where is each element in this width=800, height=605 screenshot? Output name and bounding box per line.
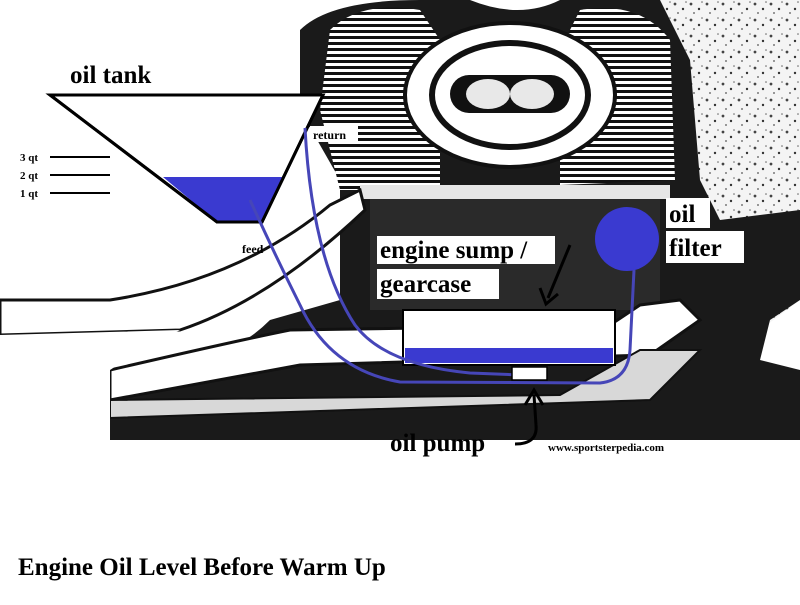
sump-label-bg-2 [377, 269, 499, 299]
website-label: www.sportsterpedia.com [548, 442, 664, 454]
sump-label-line1: engine sump / [380, 237, 528, 264]
frame-tube-upper [0, 187, 367, 337]
oil-tank-label: oil tank [70, 62, 151, 89]
oil-lines [248, 127, 636, 385]
air-cleaner-ring [429, 40, 591, 150]
label-backgrounds [310, 126, 744, 299]
filter-label-bg-1 [666, 198, 710, 228]
oil-tank-outline [45, 93, 326, 224]
oil-filter [595, 207, 659, 271]
return-label-bg [310, 126, 358, 142]
oil-pump-label: oil pump [390, 430, 485, 457]
qt2-label: 2 qt [20, 170, 38, 182]
diagram-caption: Engine Oil Level Before Warm Up [18, 554, 386, 581]
front-cylinder-fins [320, 7, 440, 190]
return-line [303, 127, 521, 377]
quart-level-marks: 3 qt 2 qt 1 qt [20, 152, 110, 200]
crankcase-rail [360, 185, 670, 199]
sump-arrow-line [546, 244, 572, 299]
engine-sump [402, 309, 616, 366]
oil-tank [45, 93, 326, 224]
oil-pump-box [511, 366, 548, 381]
pump-arrow-head [523, 387, 545, 406]
qt3-label: 3 qt [20, 152, 38, 164]
sump-label-bg-1 [377, 236, 555, 264]
sump-arrow-head [538, 287, 559, 307]
qt1-label: 1 qt [20, 188, 38, 200]
pointer-arrows [514, 244, 572, 446]
filter-label-bg-2 [666, 231, 744, 263]
sump-oil-level [405, 348, 613, 363]
sump-label-line2: gearcase [380, 271, 471, 298]
oil-tank-outline-top [45, 93, 326, 224]
feed-label: feed [242, 242, 264, 256]
filter-label-line2: filter [669, 235, 722, 262]
filter-label-line1: oil [669, 201, 695, 228]
air-cleaner-window-right [510, 79, 554, 109]
return-label: return [313, 128, 346, 142]
feed-line [248, 199, 636, 385]
motorcycle-photo-background [0, 0, 800, 440]
left-white-area [0, 330, 180, 440]
air-cleaner-window-left [466, 79, 510, 109]
pump-arrow-line [514, 394, 538, 446]
